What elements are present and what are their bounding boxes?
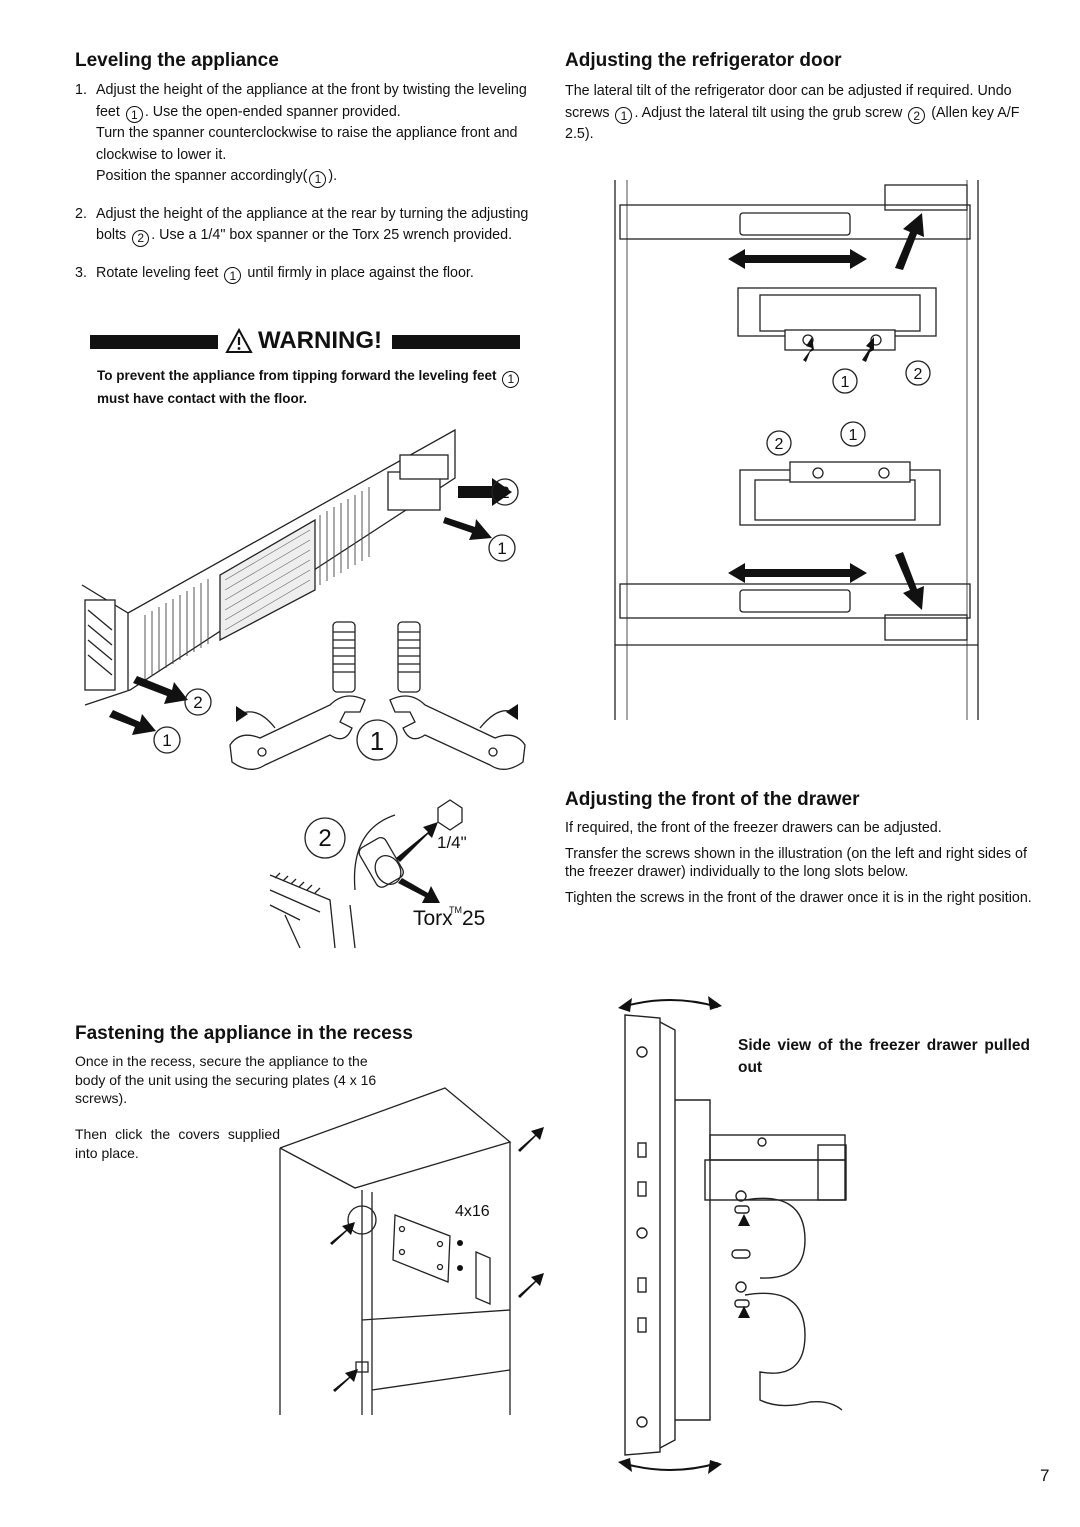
recess-p2: Then click the covers supplied into plac… (75, 1126, 280, 1161)
screws-label: 4x16 (455, 1203, 490, 1220)
warning-text: To prevent the appliance from tipping fo… (97, 365, 522, 409)
fig-callout-1-large: 1 (370, 726, 384, 756)
door-text: The lateral tilt of the refrigerator doo… (565, 83, 1020, 142)
warning-label: WARNING! (258, 327, 382, 354)
marker-1: 1 (309, 170, 327, 188)
drawer-title: Adjusting the front of the drawer (565, 789, 860, 810)
leveling-title: Leveling the appliance (75, 50, 279, 71)
torx-label: Torx (413, 907, 453, 930)
leveling-steps: 1. Adjust the height of the appliance at… (75, 80, 537, 284)
door-callout-2: 2 (775, 436, 784, 453)
recess-p1: Once in the recess, secure the appliance… (75, 1053, 377, 1106)
drawer-p3: Tighten the screws in the front of the d… (565, 889, 1032, 906)
warning-heading: WARNING! (225, 327, 382, 355)
leveling-step-3: 3. Rotate leveling feet 1 until firmly i… (75, 264, 474, 284)
torx-size: 25 (462, 907, 485, 930)
fig-callout-2-bolt: 2 (318, 825, 331, 852)
drawer-p2: Transfer the screws shown in the illustr… (565, 845, 1027, 881)
drawer-p1: If required, the front of the freezer dr… (565, 820, 942, 836)
marker-1: 1 (224, 267, 242, 284)
leveling-step-2: 2. Adjust the height of the appliance at… (75, 205, 529, 247)
marker-1: 1 (502, 370, 520, 388)
warning-bar-right (392, 335, 520, 349)
marker-1: 1 (615, 107, 633, 124)
door-callout-1: 1 (849, 427, 858, 444)
door-title: Adjusting the refrigerator door (565, 50, 842, 71)
marker-2: 2 (132, 229, 150, 247)
drawer-text: If required, the front of the freezer dr… (565, 819, 1035, 907)
fig-callout-2: 2 (500, 483, 509, 502)
quarter-inch-label: 1/4" (437, 833, 467, 852)
fig-callout-1: 1 (162, 731, 171, 750)
marker-2: 2 (908, 107, 926, 124)
warning-bar-left (90, 335, 218, 349)
leveling-step-1: 1. Adjust the height of the appliance at… (75, 82, 527, 188)
recess-title: Fastening the appliance in the recess (75, 1023, 413, 1044)
side-view-caption: Side view of the freezer drawer pulled o… (738, 1037, 1030, 1076)
fig-callout-2: 2 (193, 693, 202, 712)
page-number: 7 (1040, 1466, 1050, 1485)
fig-callout-1: 1 (497, 539, 506, 558)
torx-tm: TM (449, 905, 462, 915)
door-callout-1: 1 (841, 374, 850, 391)
warning-triangle-icon (225, 327, 253, 353)
door-callout-2: 2 (914, 366, 923, 383)
